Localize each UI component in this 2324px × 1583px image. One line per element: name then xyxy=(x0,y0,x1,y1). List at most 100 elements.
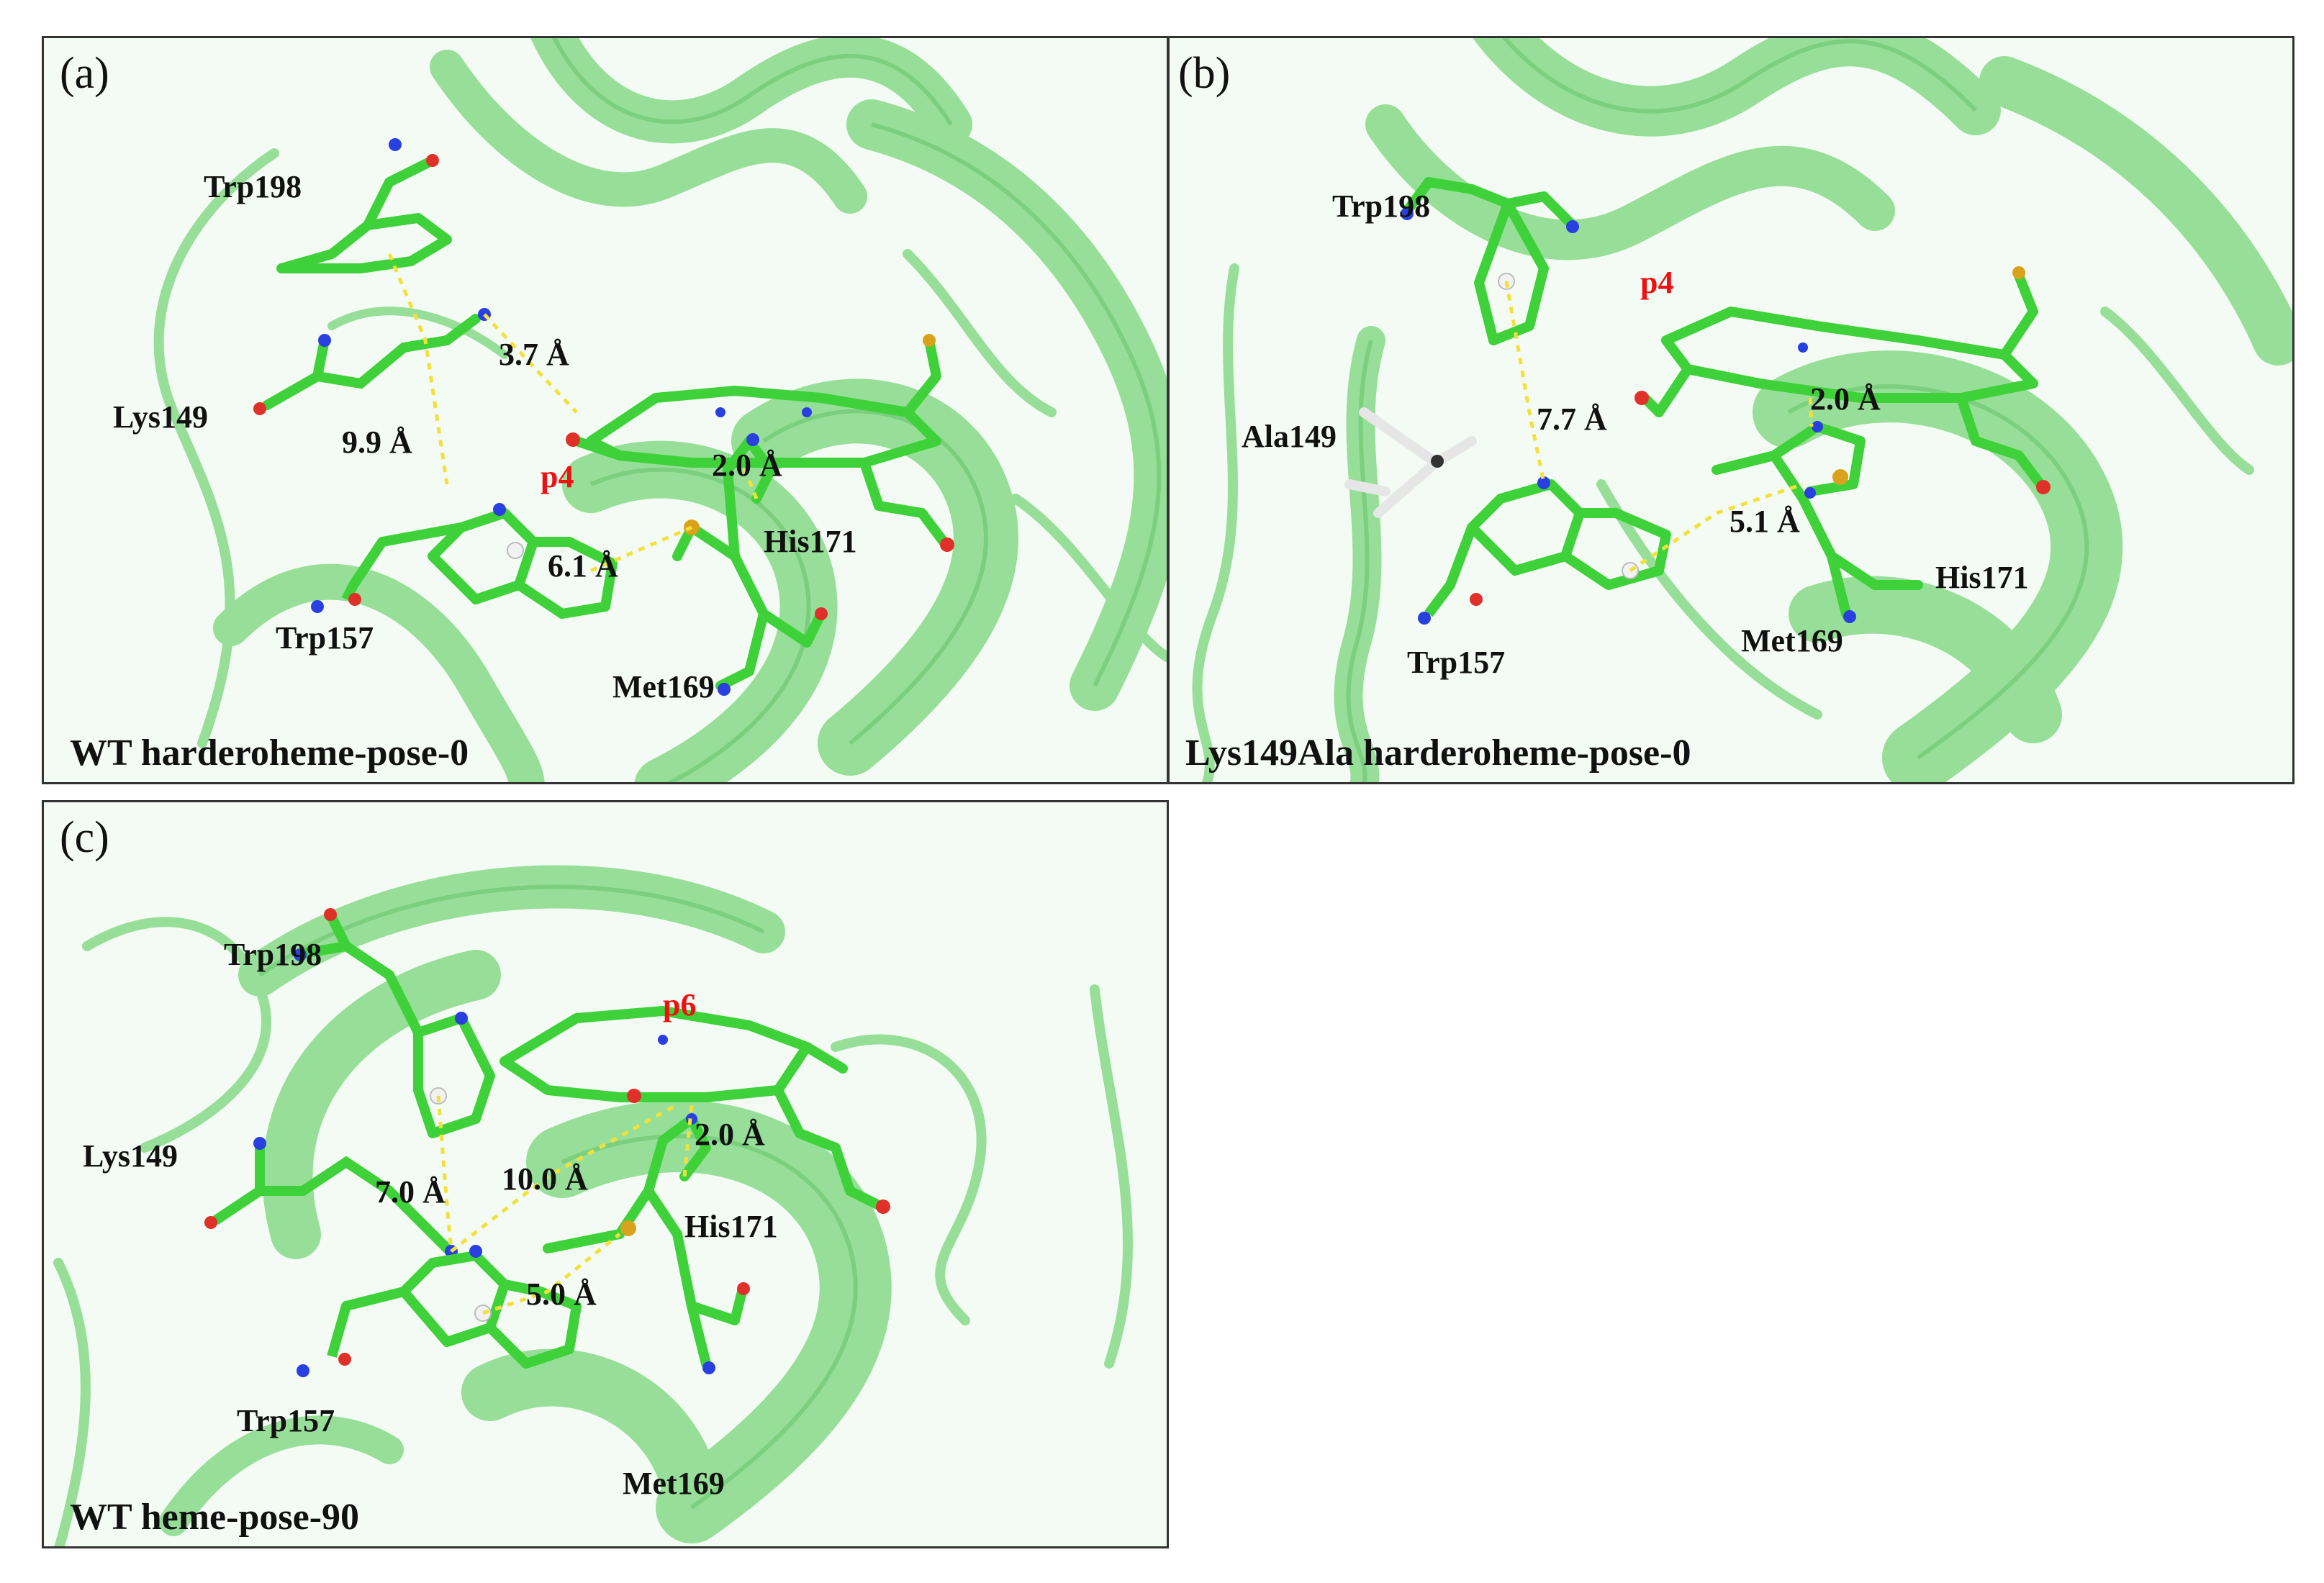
ribbon-shading xyxy=(258,884,858,1510)
distance-label: 7.7 Å xyxy=(1537,402,1607,437)
distance-label: 5.1 Å xyxy=(1730,504,1800,539)
nitrogen-atom xyxy=(455,1012,468,1025)
residue-label-trp157: Trp157 xyxy=(276,620,374,656)
harderoheme-ligand xyxy=(1640,271,2045,489)
trp157-sticks xyxy=(341,508,618,619)
nitrogen-atom xyxy=(1804,487,1816,499)
pocket-label: p4 xyxy=(541,459,574,494)
oxygen-atom xyxy=(627,1089,641,1103)
oxygen-atom xyxy=(566,432,580,447)
distance-label: 2.0 Å xyxy=(712,448,782,483)
sulfur-atom xyxy=(1832,469,1848,485)
nitrogen-atom xyxy=(469,1245,482,1258)
oxygen-atom xyxy=(940,538,954,552)
residue-label-his171: His171 xyxy=(684,1209,778,1244)
ala149-alpha-carbon xyxy=(1431,455,1444,468)
distance-lines xyxy=(436,1095,694,1315)
nitrogen-atom xyxy=(389,138,402,151)
protein-structure-render-c xyxy=(53,865,1133,1546)
sulfur-atom xyxy=(2012,266,2025,279)
nitrogen-atom xyxy=(253,1137,266,1150)
residue-label-his171: His171 xyxy=(1935,560,2029,595)
trp198-sticks xyxy=(298,912,495,1138)
distance-lines xyxy=(387,253,759,573)
nitrogen-atom xyxy=(1537,476,1550,489)
panel-caption: WT harderoheme-pose-0 xyxy=(70,732,469,774)
oxygen-atom xyxy=(204,1216,217,1229)
nitrogen-atom xyxy=(294,948,307,961)
ribbon-shading xyxy=(1346,38,2089,782)
oxygen-atom xyxy=(324,908,337,921)
residue-label-trp198: Trp198 xyxy=(224,937,322,972)
oxygen-atom xyxy=(737,1282,750,1295)
panel-letter: (b) xyxy=(1178,49,1231,98)
residue-label-lys149: Lys149 xyxy=(83,1138,178,1174)
pocket-label: p4 xyxy=(1640,265,1674,300)
nitrogen-atom xyxy=(1566,220,1579,233)
residue-label-trp198: Trp198 xyxy=(1332,189,1431,224)
lys149-sticks xyxy=(212,1143,452,1253)
residue-label-met169: Met169 xyxy=(612,669,715,704)
trp157-sticks xyxy=(1424,479,1671,617)
nitrogen-atom xyxy=(311,600,324,613)
panel-caption: Lys149Ala harderoheme-pose-0 xyxy=(1185,732,1691,774)
distance-label: 9.9 Å xyxy=(342,425,412,460)
ribbon-shading xyxy=(552,38,1162,782)
nitrogen-atom xyxy=(1401,207,1414,220)
oxygen-atom xyxy=(1635,391,1649,405)
nitrogen-atom xyxy=(715,407,725,417)
residue-label-met169: Met169 xyxy=(623,1466,725,1501)
residue-label-trp157: Trp157 xyxy=(1407,645,1506,680)
panel-letter: (a) xyxy=(60,49,109,98)
nitrogen-atom xyxy=(1798,343,1808,353)
nitrogen-atom xyxy=(493,503,506,516)
panel-caption: WT heme-pose-90 xyxy=(70,1497,360,1538)
protein-structure-render-b xyxy=(1192,38,2292,782)
distance-label: 2.0 Å xyxy=(1810,381,1881,417)
panel-c: (c) Trp198 p6 Lys149 7.0 Å 10.0 Å 2.0 Å … xyxy=(42,800,1169,1548)
protein-structure-render-a xyxy=(153,38,1167,782)
distance-lines xyxy=(1504,281,1814,573)
panel-b: (b) Trp198 p4 Ala149 7.7 Å 2.0 Å 5.1 Å H… xyxy=(1167,36,2294,784)
distance-label: 7.0 Å xyxy=(375,1174,446,1210)
nitrogen-atom xyxy=(746,433,759,446)
met169-his171-sticks xyxy=(1712,422,1923,619)
harderoheme-ligand xyxy=(571,335,949,547)
oxygen-atom xyxy=(426,154,439,167)
oxygen-atom xyxy=(2036,480,2051,494)
distance-label: 10.0 Å xyxy=(502,1161,588,1197)
nitrogen-atom xyxy=(702,1361,715,1374)
residue-label-ala149: Ala149 xyxy=(1242,419,1337,454)
nitrogen-atom xyxy=(318,334,331,347)
distance-label: 2.0 Å xyxy=(695,1117,765,1152)
nitrogen-atom xyxy=(658,1035,668,1045)
residue-label-lys149: Lys149 xyxy=(113,399,209,435)
panel-letter: (c) xyxy=(60,813,109,862)
oxygen-atom xyxy=(338,1353,351,1366)
nitrogen-atom xyxy=(1418,612,1431,625)
distance-label: 3.7 Å xyxy=(499,337,569,372)
trp198-sticks xyxy=(276,155,452,273)
oxygen-atom xyxy=(253,402,266,415)
oxygen-atom xyxy=(876,1199,890,1214)
heme-ligand xyxy=(499,1006,884,1210)
nitrogen-atom xyxy=(1812,421,1823,432)
residue-label-trp198: Trp198 xyxy=(204,169,302,204)
nitrogen-atom xyxy=(297,1364,309,1377)
distance-label: 6.1 Å xyxy=(548,548,618,584)
residue-label-his171: His171 xyxy=(764,524,857,559)
oxygen-atom xyxy=(348,593,361,606)
sulfur-atom xyxy=(620,1220,636,1236)
residue-label-trp157: Trp157 xyxy=(237,1403,335,1438)
oxygen-atom xyxy=(1470,593,1483,606)
nitrogen-atom xyxy=(718,683,731,696)
distance-label: 5.0 Å xyxy=(526,1276,597,1312)
lys149-sticks xyxy=(262,314,481,410)
panel-a: (a) Trp198 Lys149 Trp157 Met169 His171 3… xyxy=(42,36,1169,784)
pocket-label: p6 xyxy=(663,987,697,1022)
nitrogen-atom xyxy=(802,407,812,417)
sulfur-atom xyxy=(923,334,936,347)
centroid-marker xyxy=(507,542,524,559)
trp157-sticks xyxy=(327,1251,582,1369)
residue-label-met169: Met169 xyxy=(1741,623,1843,658)
